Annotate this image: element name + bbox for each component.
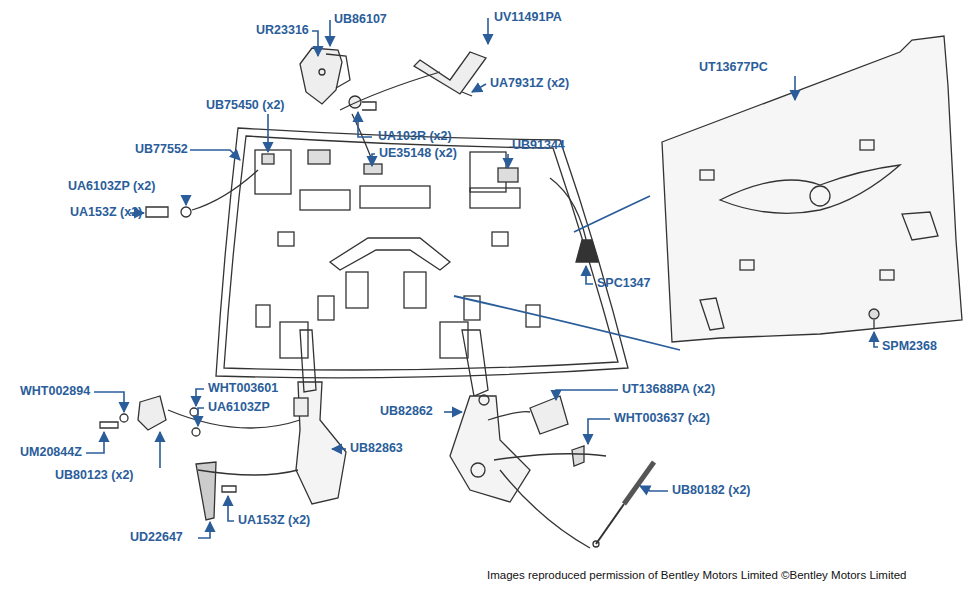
part-number: UR23316 (256, 23, 309, 38)
part-number: UB80182 (x2) (672, 483, 751, 498)
part-number: WHT002894 (20, 384, 90, 399)
part-number: UA7931Z (x2) (490, 76, 569, 91)
part-number: SPM2368 (882, 339, 937, 354)
part-number: UB80123 (x2) (55, 468, 134, 483)
part-number: UT13688PA (x2) (622, 382, 715, 397)
part-number: UA103R (x2) (378, 129, 452, 144)
part-number: UA6103ZP (x2) (68, 179, 155, 194)
part-number: UB82863 (350, 441, 403, 456)
part-number: UA153Z (x2) (70, 205, 142, 220)
part-number: UA6103ZP (208, 400, 270, 415)
part-number: UB86107 (334, 12, 387, 27)
part-number: UA153Z (x2) (238, 513, 310, 528)
part-number: UB91344 (512, 138, 565, 153)
copyright-caption: Images reproduced permission of Bentley … (487, 568, 906, 582)
part-number: UV11491PA (494, 10, 562, 25)
part-number: UB77552 (135, 142, 188, 157)
part-number: WHT003601 (208, 381, 278, 396)
part-number: UD22647 (130, 530, 183, 545)
part-number: SPC1347 (597, 276, 651, 291)
part-number: UT13677PC (699, 60, 768, 75)
part-number: UM20844Z (20, 445, 82, 460)
part-number: UB75450 (x2) (206, 98, 285, 113)
part-number: UE35148 (x2) (379, 146, 457, 161)
part-number: UB82862 (380, 404, 433, 419)
part-number: WHT003637 (x2) (614, 411, 710, 426)
